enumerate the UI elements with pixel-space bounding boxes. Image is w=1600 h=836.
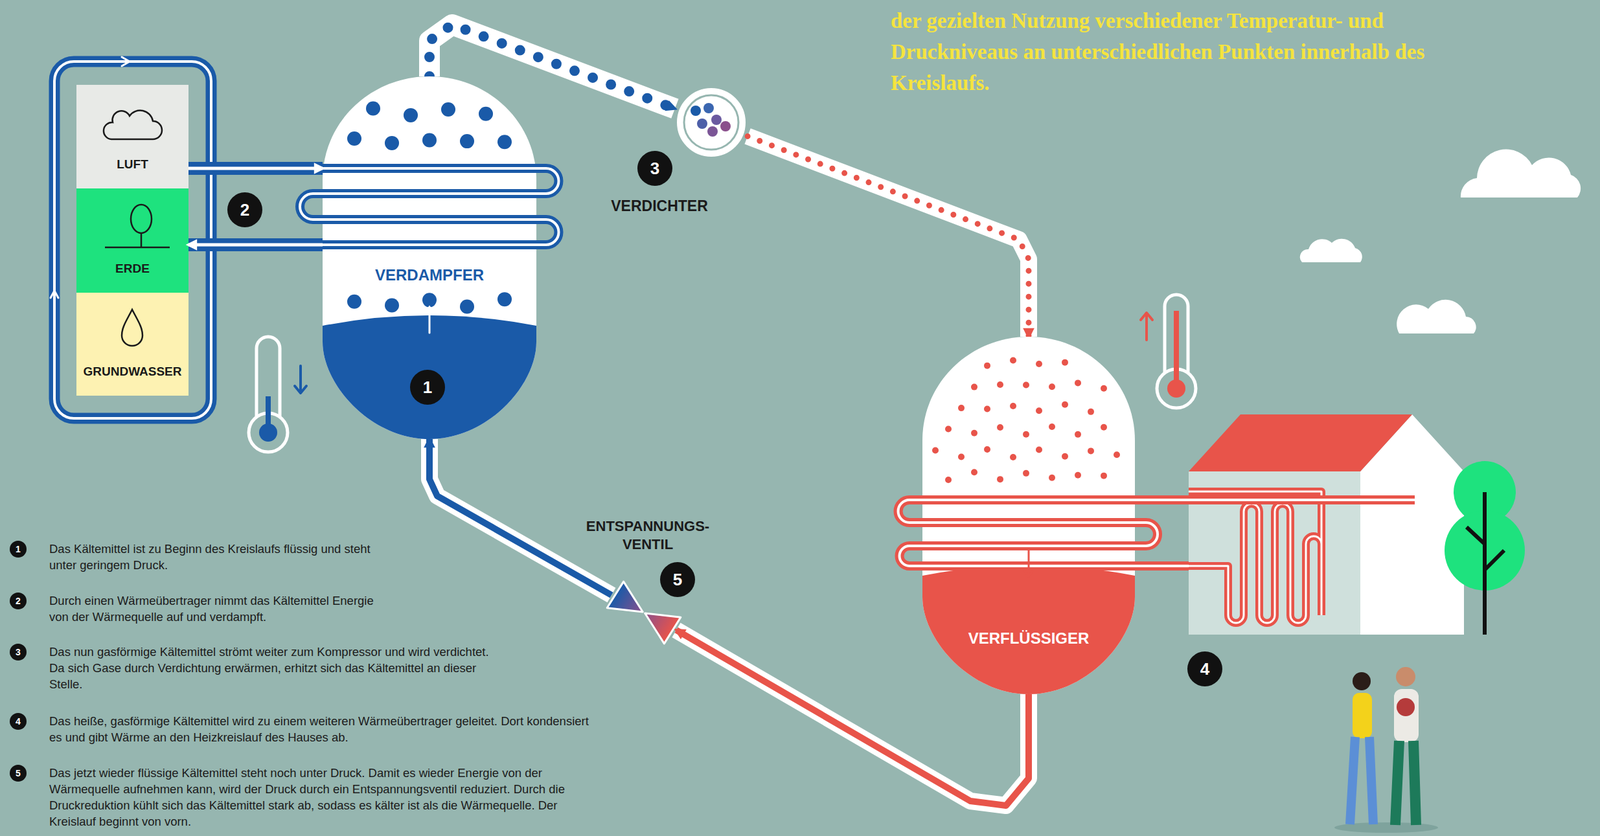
list-number: 5 <box>9 765 27 782</box>
callout-number: 2 <box>227 192 263 228</box>
step-description: Das heiße, gasförmige Kältemittel wird z… <box>49 713 594 746</box>
node-label: ENTSPANNUNGS- VENTIL <box>570 517 726 554</box>
heat-source-band: LUFT <box>76 84 189 189</box>
heat-source-band: GRUNDWASSER <box>76 292 189 396</box>
callout-number: 5 <box>660 562 696 598</box>
heading-text: der gezielten Nutzung verschiedener Temp… <box>890 5 1474 99</box>
pipe-connector <box>429 439 612 596</box>
list-number: 2 <box>9 592 27 610</box>
node-label: VERDICHTER <box>581 197 738 216</box>
pipe-connector <box>188 168 323 170</box>
step-description: Das nun gasförmige Kältemittel strömt we… <box>49 643 503 693</box>
list-number: 1 <box>9 540 27 558</box>
step-description: Das Kältemittel ist zu Beginn des Kreisl… <box>49 540 387 574</box>
node-label: LUFT <box>76 157 189 172</box>
callout-number: 3 <box>637 150 673 186</box>
node-label: VERDAMPFER <box>322 266 537 285</box>
valve-symbol <box>611 592 677 633</box>
step-description: Das jetzt wieder flüssige Kältemittel st… <box>49 765 594 830</box>
pipe-connector <box>188 244 323 246</box>
expansion-valve: ENTSPANNUNGS- VENTIL <box>611 592 677 633</box>
callout-number: 4 <box>1187 651 1223 687</box>
pipe-connector <box>747 136 1029 337</box>
node-label: ERDE <box>76 261 189 276</box>
heat-source-band: ERDE <box>76 188 189 293</box>
list-number: 3 <box>9 643 27 661</box>
node-label: GRUNDWASSER <box>76 364 189 379</box>
step-description: Durch einen Wärmeübertrager nimmt das Kä… <box>49 592 387 626</box>
compressor: VERDICHTER <box>672 83 751 162</box>
compressor-symbol <box>672 83 751 162</box>
callout-number: 1 <box>410 369 446 405</box>
node-label: VERFLÜSSIGER <box>922 629 1135 648</box>
heat-exchanger-vessel: VERFLÜSSIGER <box>922 336 1135 695</box>
list-number: 4 <box>9 713 27 731</box>
